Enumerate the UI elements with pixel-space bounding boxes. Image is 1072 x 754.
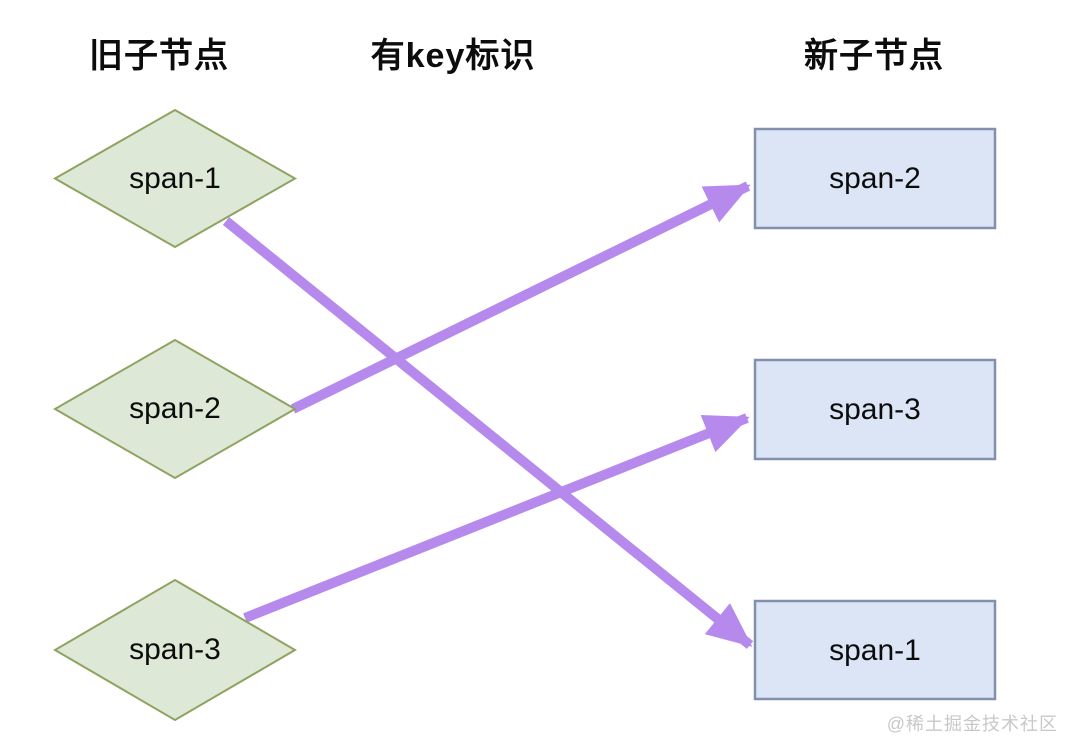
old-node-span1-diamond [52, 108, 298, 249]
arrow-old-span2-to-new-span2 [290, 181, 751, 414]
column-header-key-flag: 有key标识 [370, 37, 536, 75]
column-header-new-children: 新子节点 [804, 37, 944, 75]
new-node-span3-rect [753, 358, 997, 461]
old-node-span2-label: span-2 [129, 392, 221, 425]
arrow-old-span1-to-new-span1 [222, 217, 754, 649]
new-node-span2-rect [753, 127, 997, 230]
old-node-span1-label: span-1 [129, 162, 221, 195]
column-header-old-children: 旧子节点 [89, 37, 229, 75]
old-node-span2-diamond [52, 338, 298, 480]
arrow-old-span3-to-new-span3 [243, 413, 750, 623]
old-node-span3-diamond [53, 578, 297, 722]
old-node-span3-label: span-3 [129, 633, 221, 666]
watermark: @稀土掘金技术社区 [886, 714, 1058, 734]
new-node-span1-rect [753, 599, 997, 701]
new-node-span1-label: span-1 [829, 633, 921, 667]
new-node-span2-label: span-2 [829, 161, 921, 195]
new-node-span3-label: span-3 [829, 392, 921, 426]
